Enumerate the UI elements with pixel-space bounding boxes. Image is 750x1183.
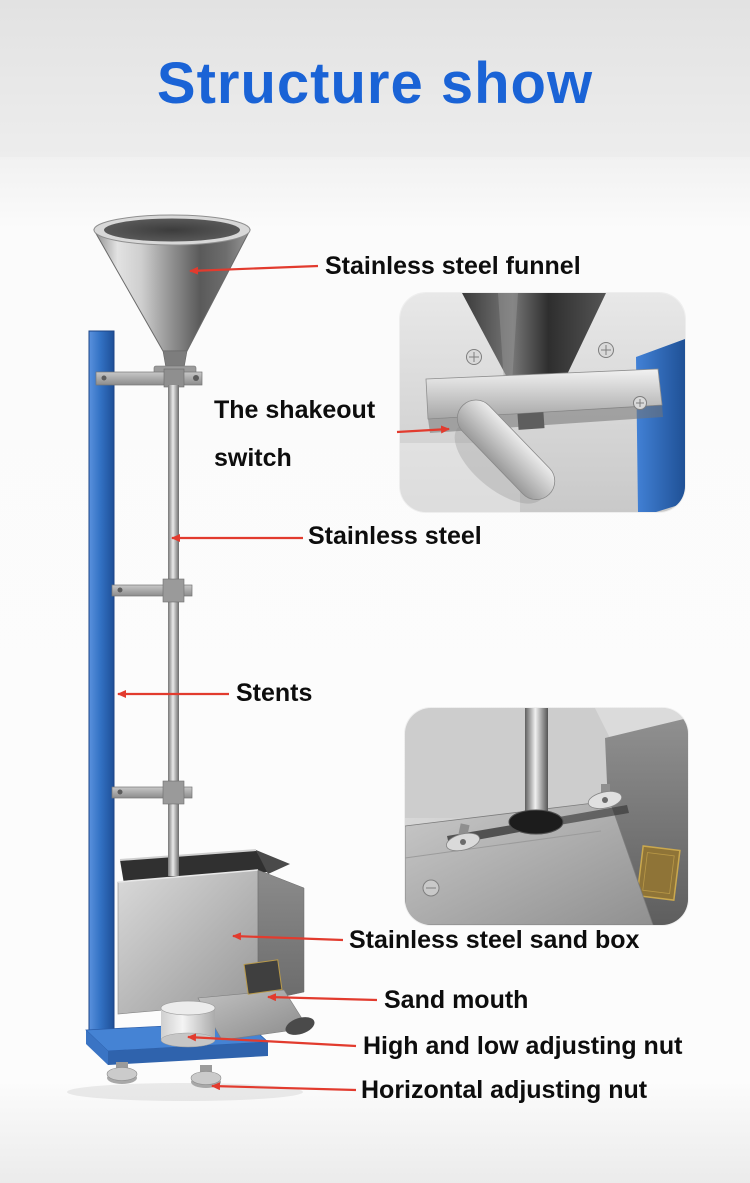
label-sand-mouth: Sand mouth [384, 986, 529, 1014]
sand-box-opening-graphic [119, 849, 290, 884]
stand-post-graphic [88, 330, 115, 1038]
label-stents: Stents [236, 679, 313, 707]
rod-hole-closeup [508, 809, 564, 835]
lower-bracket-graphic [111, 780, 193, 805]
screw-icon [633, 396, 647, 410]
label-shakeout-switch: The shakeout switch [214, 396, 376, 472]
header-band: Structure show [0, 0, 750, 157]
adjusting-cylinder-graphic [160, 1000, 216, 1048]
funnel-graphic [93, 214, 251, 376]
clamp-handle-closeup [587, 784, 623, 809]
screw-icon [598, 342, 614, 358]
shakeout-switch-lever-closeup [456, 399, 556, 500]
steel-rod-graphic [168, 385, 179, 876]
funnel-tip-closeup [462, 293, 606, 383]
label-sand-box: Stainless steel sand box [349, 926, 640, 954]
leveling-feet-graphic [106, 1062, 222, 1088]
screw-icon [466, 349, 482, 365]
rod-closeup [525, 708, 548, 826]
sand-mouth-chute-graphic [197, 959, 315, 1041]
name-plate-closeup [636, 845, 681, 901]
label-stainless-steel: Stainless steel [308, 522, 482, 550]
screw-icon [422, 879, 440, 897]
floor-shadow [67, 1083, 303, 1101]
sandbox-closeup-art [405, 708, 688, 925]
clamp-handle-closeup [445, 823, 481, 852]
label-high-low-nut: High and low adjusting nut [363, 1032, 683, 1060]
shakeout-switch-closeup-art [400, 293, 685, 512]
blue-frame-closeup [636, 339, 685, 512]
label-stainless-steel-funnel: Stainless steel funnel [325, 252, 581, 280]
mid-bracket-graphic [111, 578, 193, 603]
inset-photo-shakeout-switch [400, 293, 685, 512]
page-title: Structure show [156, 51, 594, 116]
inset-photo-sandbox-clamps [405, 708, 688, 925]
label-horizontal-nut: Horizontal adjusting nut [361, 1076, 648, 1104]
top-bracket-graphic [95, 368, 203, 388]
